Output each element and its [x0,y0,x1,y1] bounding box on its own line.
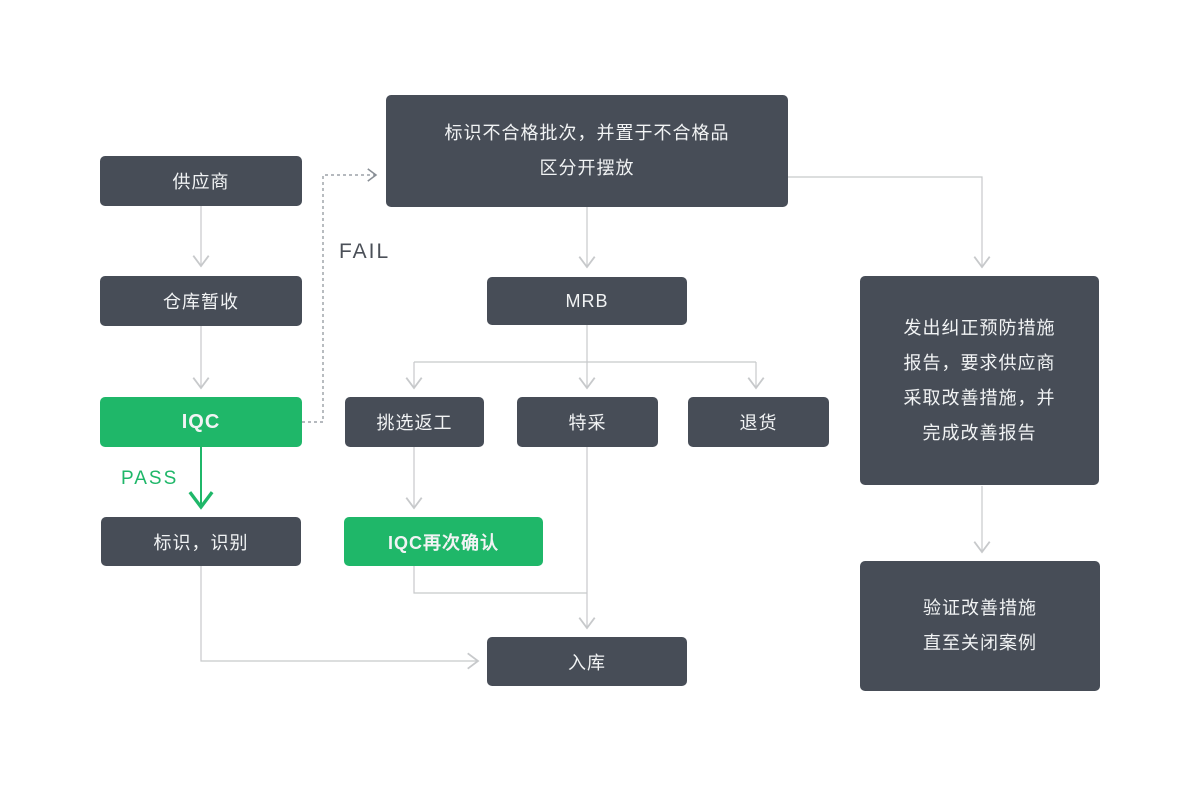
node-supplier: 供应商 [100,156,302,206]
node-verify-close: 验证改善措施 直至关闭案例 [860,561,1100,691]
edge-iqc-fail-dashed [302,168,378,423]
edge-markidentify-storage [200,566,480,670]
edge-label-pass: PASS [121,468,179,489]
node-nonconforming: 标识不合格批次，并置于不合格品 区分开摆放 [386,95,788,207]
node-iqc: IQC [100,397,302,447]
node-iqc-recheck: IQC再次确认 [344,517,543,566]
edge-label-fail: FAIL [339,240,391,263]
node-sort-rework: 挑选返工 [345,397,484,447]
node-special-accept: 特采 [517,397,658,447]
edge-recheck-join [413,566,587,594]
node-capa-report: 发出纠正预防措施 报告，要求供应商 采取改善措施，并 完成改善报告 [860,276,1099,485]
node-mark-identify: 标识，识别 [101,517,301,566]
node-mrb: MRB [487,277,687,325]
node-warehouse-in: 入库 [487,637,687,686]
edge-nonconforming-capa [788,176,991,269]
node-return-goods: 退货 [688,397,829,447]
node-warehouse-temp: 仓库暂收 [100,276,302,326]
